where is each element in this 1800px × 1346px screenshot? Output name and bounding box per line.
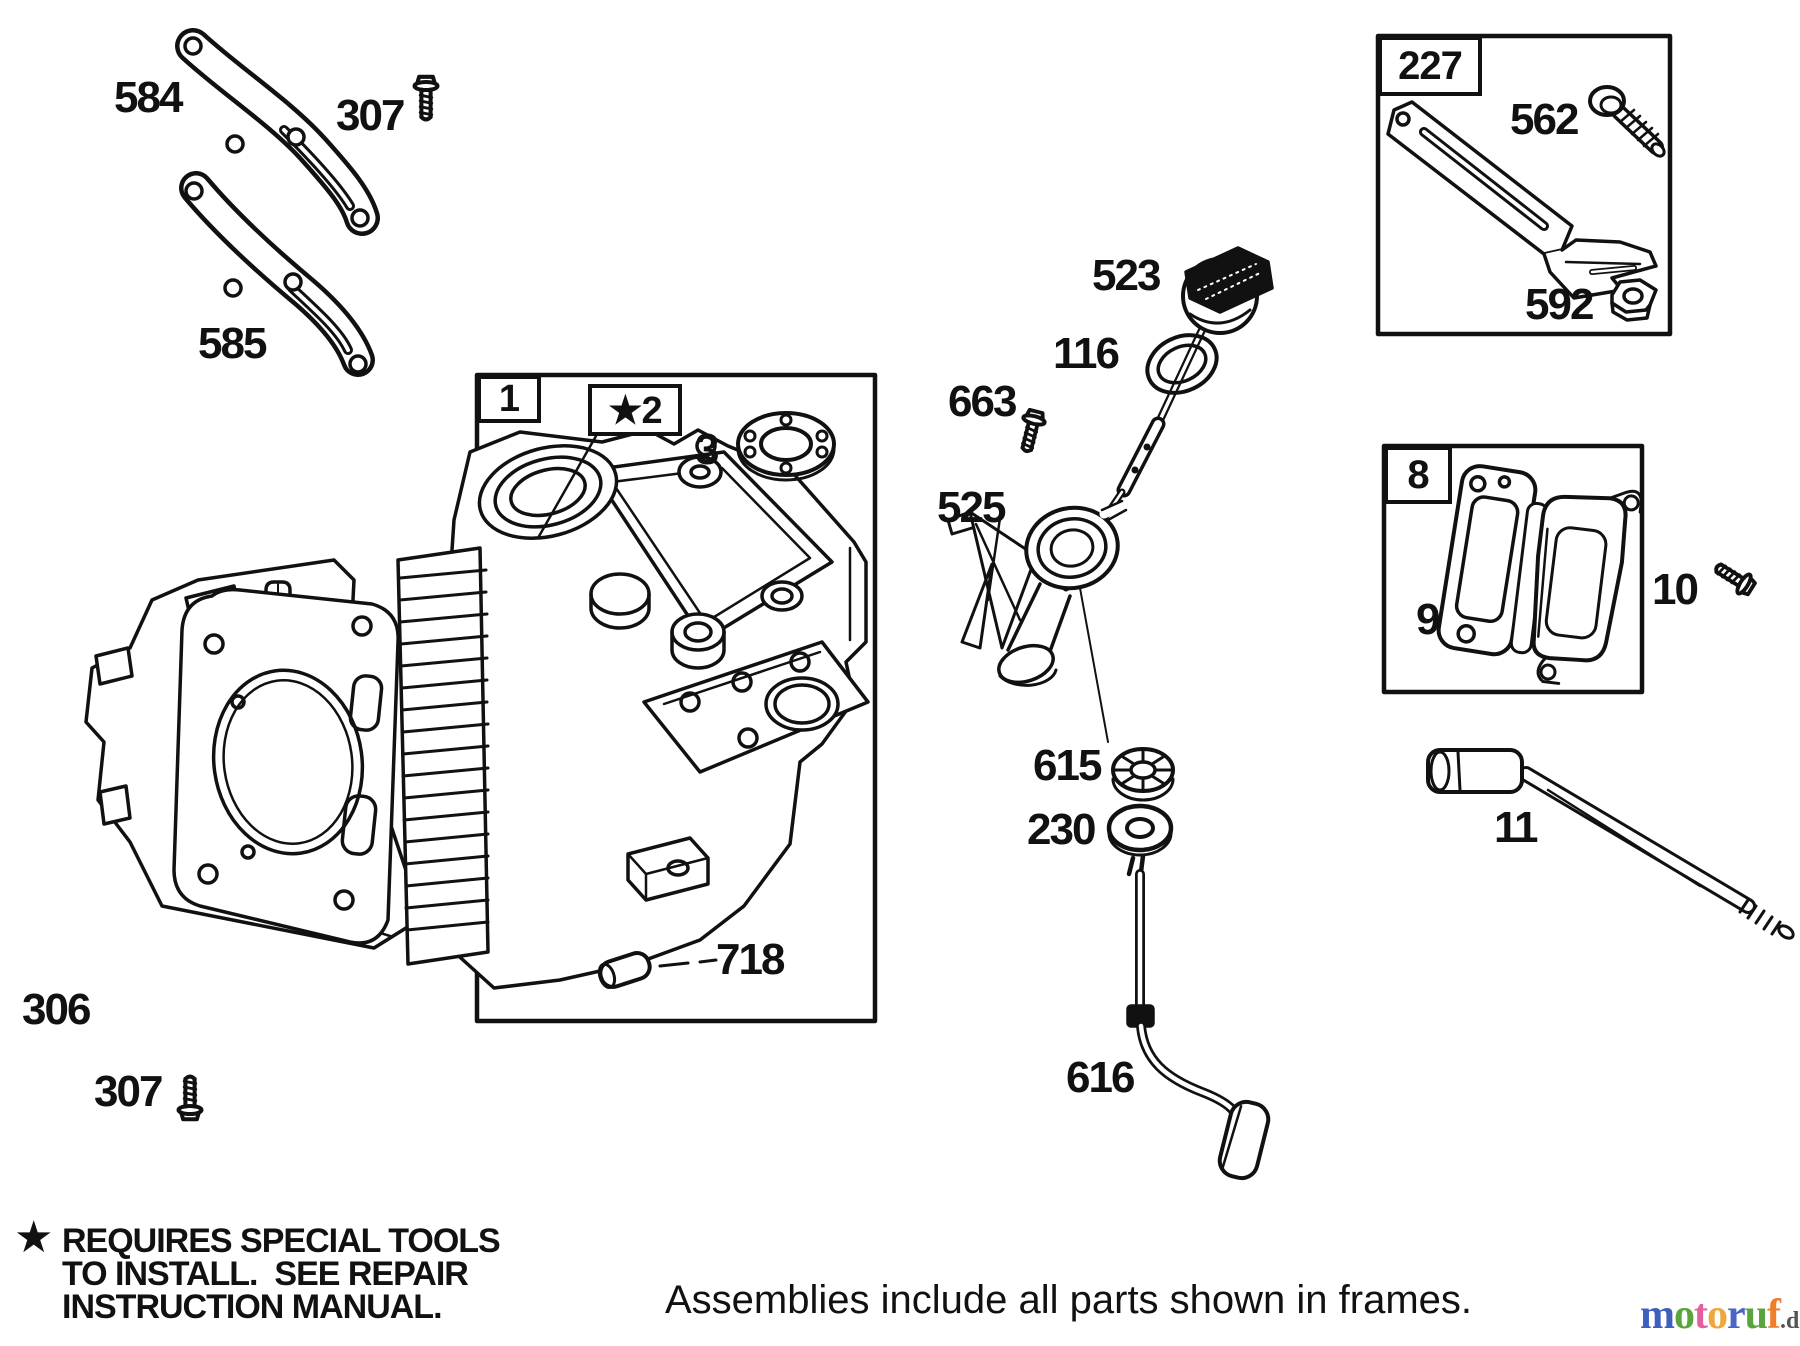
screw-10 (1709, 555, 1760, 600)
drain-rod-616-drawing (1126, 853, 1271, 1181)
footnote-line-3: INSTRUCTION MANUAL. (62, 1288, 443, 1326)
frame-8-border (1381, 443, 1645, 695)
part-label-718: 718 (716, 935, 785, 984)
part-label-307-top: 307 (336, 91, 405, 140)
part-label-562: 562 (1510, 95, 1579, 144)
logo-letter: t (1694, 1292, 1708, 1338)
leader-line-star2 (536, 434, 598, 540)
logo-letter: f (1767, 1292, 1781, 1338)
frame-label-star-2: ★2 (588, 384, 682, 436)
nut-592-drawing (1610, 278, 1658, 322)
part-label-525: 525 (937, 483, 1006, 532)
crankcase-drawing (440, 428, 870, 990)
frame-label-8: 8 (1384, 446, 1452, 504)
bolt-562-drawing (1588, 85, 1666, 158)
assemblies-caption: Assemblies include all parts shown in fr… (665, 1278, 1473, 1322)
part-label-3: 3 (695, 425, 720, 474)
washer-230-drawing (1106, 803, 1174, 857)
footnote-line-2: TO INSTALL. SEE REPAIR (62, 1255, 469, 1293)
flange-gasket-3-drawing (736, 411, 836, 482)
logo-letter: u (1744, 1292, 1768, 1338)
screw-307-bottom (179, 1077, 202, 1120)
brake-lever-drawing (1386, 100, 1658, 300)
screw-663 (1013, 406, 1049, 456)
special-tools-star-icon: ★ (14, 1213, 54, 1262)
part-label-585: 585 (198, 319, 267, 368)
muffler-drawing (1509, 489, 1643, 685)
gasket-584-drawing (175, 28, 380, 236)
part-label-615: 615 (1033, 741, 1102, 790)
part-label-9: 9 (1416, 595, 1441, 644)
washer-615-drawing (1111, 747, 1175, 802)
motoruf-logo: motoruf.de (1640, 1294, 1800, 1336)
oil-fill-tube-525-drawing (946, 499, 1129, 743)
part-label-116: 116 (1053, 329, 1120, 378)
part-label-10: 10 (1652, 565, 1699, 614)
head-gasket-drawing (172, 587, 400, 945)
cylinder-fins-drawing (396, 546, 490, 966)
logo-letter: m (1640, 1292, 1675, 1338)
part-label-306: 306 (22, 985, 91, 1034)
part-label-11: 11 (1494, 803, 1538, 852)
part-label-616: 616 (1066, 1053, 1135, 1102)
part-label-230: 230 (1027, 805, 1096, 854)
part-label-592: 592 (1525, 280, 1594, 329)
part-label-307-bottom: 307 (94, 1067, 163, 1116)
frame-227-border (1375, 33, 1673, 337)
part-label-584: 584 (114, 73, 183, 122)
pin-718-drawing (597, 951, 718, 989)
screw-307-top (415, 77, 438, 120)
logo-letter: r (1727, 1292, 1746, 1338)
logo-letter: o (1674, 1292, 1695, 1338)
part-label-523: 523 (1092, 251, 1161, 300)
frame-label-1: 1 (477, 375, 541, 423)
logo-domain-suffix: .de (1780, 1308, 1800, 1334)
rod-11-drawing (1426, 748, 1795, 940)
part-label-663: 663 (948, 377, 1017, 426)
frame-label-227: 227 (1378, 36, 1482, 96)
gasket-585-drawing (179, 171, 375, 377)
logo-letter: o (1707, 1292, 1728, 1338)
footnote-line-1: REQUIRES SPECIAL TOOLS (62, 1222, 501, 1260)
